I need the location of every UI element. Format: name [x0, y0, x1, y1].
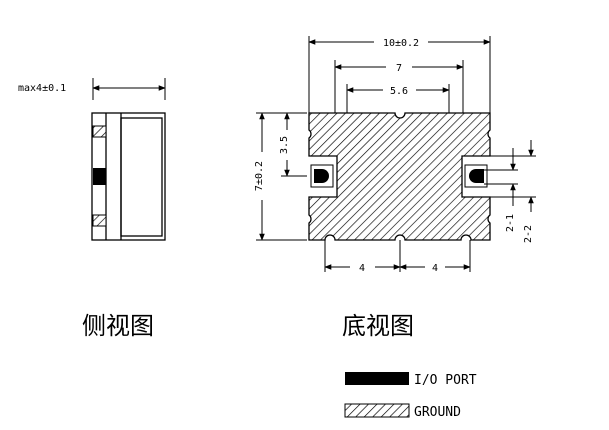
width-inner-dimension: 7 [334, 60, 464, 113]
side-thickness-dimension: max4±0.1 [18, 78, 166, 100]
width-overall-label: 10±0.2 [383, 38, 419, 49]
side-lid [120, 117, 163, 237]
ground-pad [308, 112, 491, 241]
pitch-right-label: 4 [432, 263, 438, 274]
legend-ground-swatch [344, 403, 410, 418]
legend: I/O PORT GROUND [344, 372, 477, 420]
bottom-view-caption: 底视图 [342, 312, 414, 340]
height-overall-label: 7±0.2 [254, 161, 265, 191]
io-port-left [310, 164, 334, 188]
side-ground-terminal-top [92, 125, 107, 138]
height-port-label: 3.5 [279, 136, 290, 154]
side-view-caption: 侧视图 [82, 312, 154, 340]
width-inner-label: 7 [396, 63, 402, 74]
side-ground-terminal-bottom [92, 214, 107, 227]
width-center-dimension: 5.6 [346, 84, 450, 113]
legend-io-swatch [345, 372, 409, 385]
port-dim-label-2: 2-2 [523, 225, 534, 243]
pitch-dimension: 4 4 [324, 240, 471, 274]
height-port-dimension: 3.5 [279, 112, 307, 177]
bottom-view: 10±0.2 7 5.6 7±0.2 3.5 [254, 36, 536, 340]
port-dim-label-1: 2-1 [505, 214, 516, 232]
width-center-label: 5.6 [390, 86, 408, 97]
legend-io-label: I/O PORT [414, 373, 477, 388]
height-overall-dimension: 7±0.2 [254, 112, 307, 241]
legend-ground-label: GROUND [414, 405, 461, 420]
side-thickness-label: max4±0.1 [18, 83, 66, 94]
pitch-left-label: 4 [359, 263, 365, 274]
port-dimension-right: 2-1 2-2 [484, 140, 536, 243]
side-view: max4±0.1 侧视图 [18, 78, 166, 340]
side-io-terminal [93, 168, 106, 185]
width-overall-dimension: 10±0.2 [308, 36, 491, 113]
io-port-right [464, 164, 488, 188]
